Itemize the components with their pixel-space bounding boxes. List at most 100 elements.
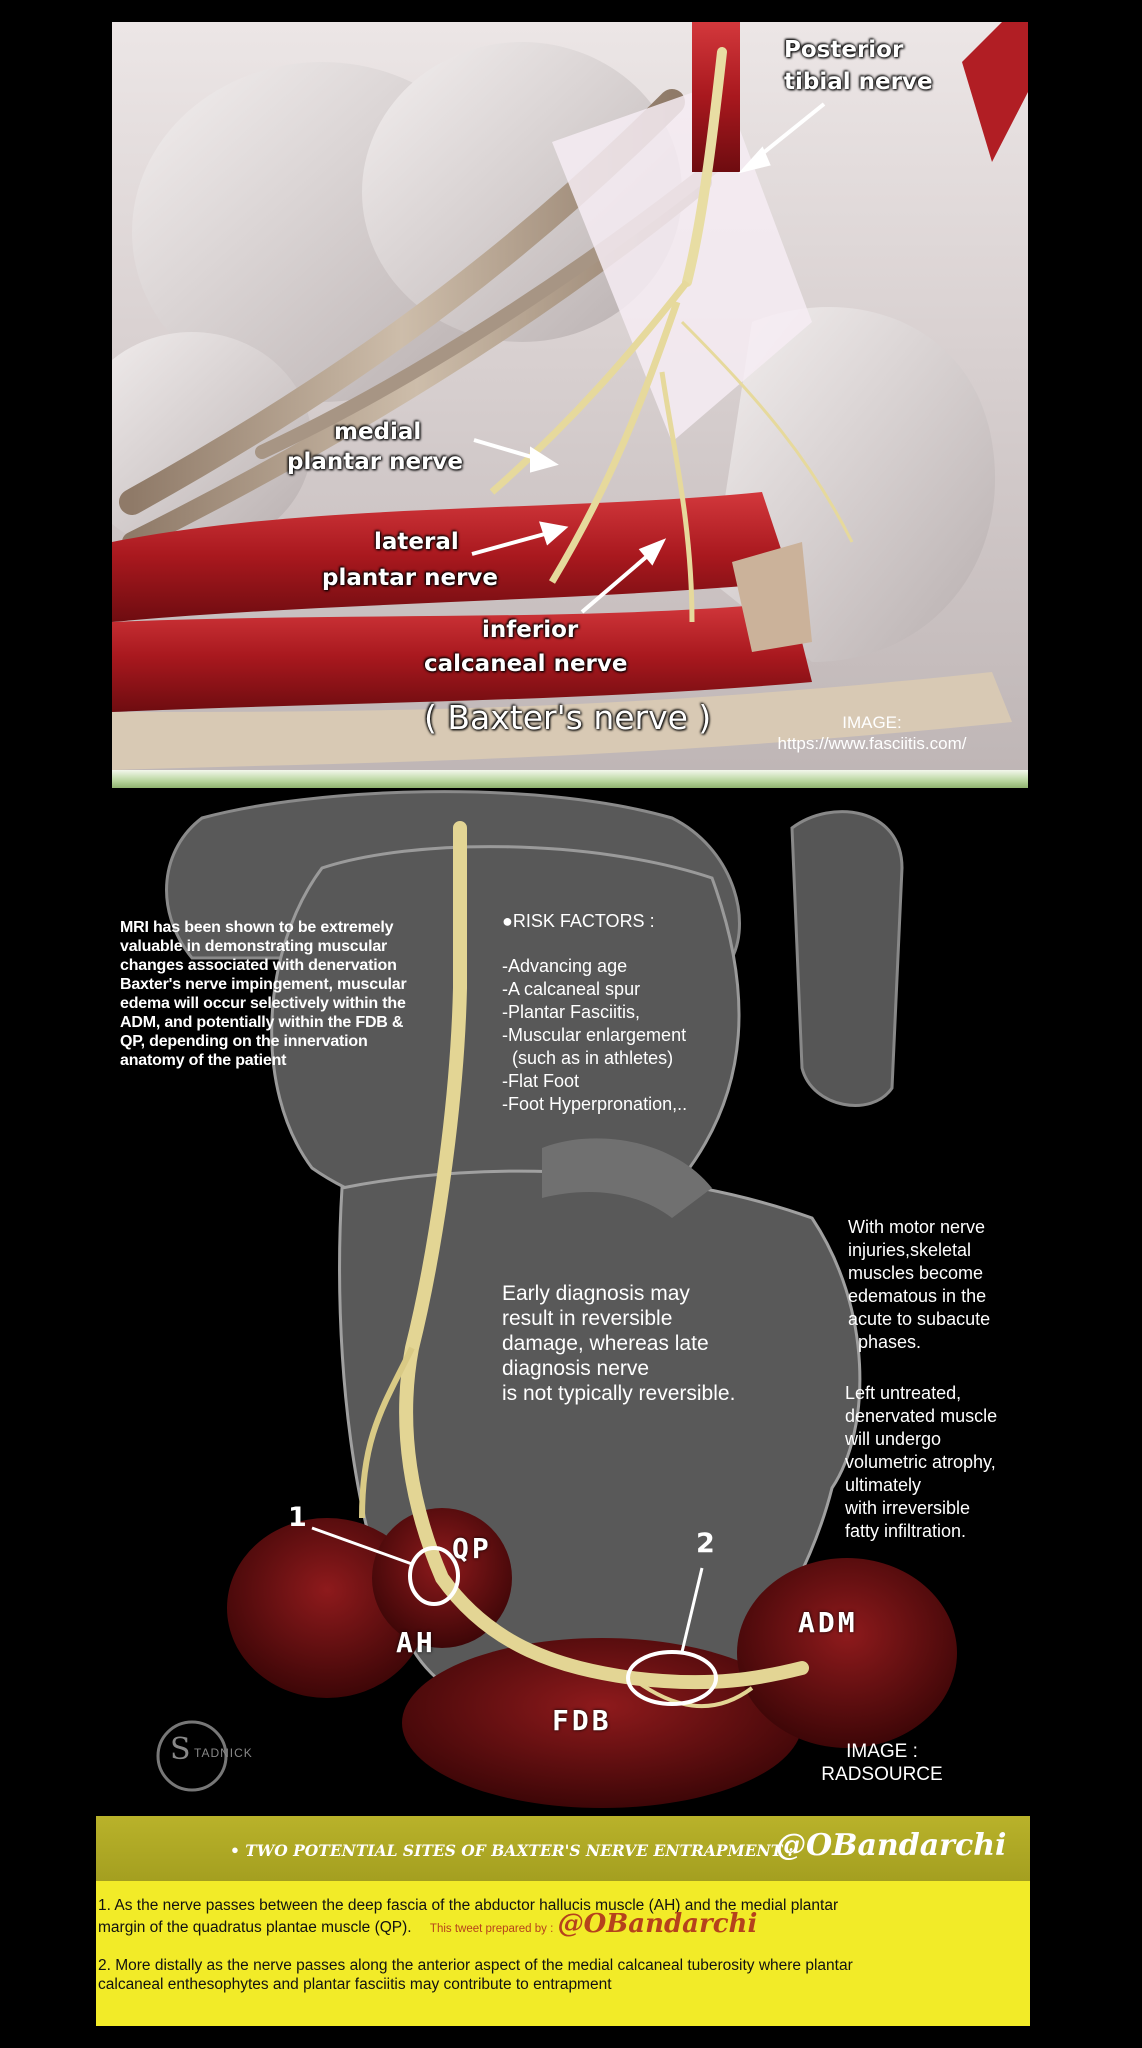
label-posterior-tibial: Posterior (784, 37, 904, 63)
mri-line: MRI has been shown to be extremely (120, 919, 394, 936)
mri-line: ADM, and potentially within the FDB & (120, 1014, 404, 1031)
mri-line: changes associated with denervation (120, 957, 397, 974)
plantar-fascia (112, 672, 1012, 770)
nerve-branch (359, 1346, 415, 1519)
mri-line: edema will occur selectively within the (120, 995, 406, 1012)
abductor-digiti-minimi-muscle (737, 1558, 957, 1748)
label-qp: QP (452, 1532, 492, 1565)
motor-line: With motor nerve (848, 1217, 986, 1237)
inferior-calcaneal-nerve (659, 371, 695, 623)
point-1-line: 1. As the nerve passes between the deep … (98, 1897, 839, 1914)
point-1-line-2: margin of the quadratus plantae muscle (… (98, 1919, 412, 1936)
site-1-pointer (311, 1526, 413, 1566)
motor-line: acute to subacute (848, 1309, 991, 1329)
entrapment-point-1: 1. As the nerve passes between the deep … (98, 1896, 1028, 1939)
label-fdb: FDB (552, 1704, 612, 1737)
site-number-2: 2 (696, 1528, 715, 1559)
risk-factors-title: ●RISK FACTORS : (502, 911, 655, 931)
label-inferior-2: calcaneal nerve (424, 651, 628, 677)
early-line: result in reversible (502, 1307, 673, 1330)
tendon (732, 542, 812, 652)
risk-item: -A calcaneal spur (502, 979, 641, 999)
risk-factors-block: ●RISK FACTORS : -Advancing age -A calcan… (502, 910, 802, 1116)
calcaneal-branch (680, 320, 854, 543)
untreated-line: fatty infiltration. (845, 1521, 967, 1541)
mri-line: anatomy of the patient (120, 1052, 287, 1069)
heel-coronal-illustration (156, 790, 957, 1808)
medial-plantar-nerve (489, 279, 690, 495)
footer-handle: @OBandarchi (776, 1828, 1007, 1863)
entrapment-site-2-circle (626, 1650, 718, 1706)
untreated-line: volumetric atrophy, (845, 1452, 996, 1472)
entrapment-site-1-circle (408, 1546, 460, 1606)
risk-item: -Advancing age (502, 956, 628, 976)
untreated-line: with irreversible (845, 1498, 971, 1518)
abductor-hallucis-muscle (112, 492, 792, 622)
site-2-pointer (680, 1567, 704, 1653)
untreated-line: denervated muscle (845, 1406, 998, 1426)
risk-item: -Foot Hyperpronation,.. (502, 1094, 688, 1114)
bottom-image-credit: IMAGE : RADSOURCE (812, 1740, 952, 1786)
fibula-bone (790, 810, 904, 1107)
risk-item: (such as in athletes) (502, 1048, 674, 1068)
risk-item: -Plantar Fasciitis, (502, 1002, 641, 1022)
motor-nerve-block: With motor nerve injuries,skeletal muscl… (848, 1216, 1028, 1354)
label-medial: medial (334, 419, 422, 445)
early-line: Early diagnosis may (502, 1282, 690, 1305)
muscle (962, 22, 1028, 162)
entrapment-point-2: 2. More distally as the nerve passes alo… (98, 1956, 1028, 1994)
untreated-block: Left untreated, denervated muscle will u… (845, 1382, 1028, 1543)
label-arrows (471, 102, 826, 614)
credit-line: IMAGE : (846, 1741, 918, 1762)
motor-line: injuries,skeletal (848, 1240, 972, 1260)
mri-line: QP, depending on the innervation (120, 1033, 368, 1050)
flexor-retinaculum (552, 82, 812, 442)
point-1-line: margin of the quadratus plantae muscle (… (98, 1911, 1028, 1939)
separator-bar (112, 770, 1028, 788)
label-lateral-2: plantar nerve (322, 565, 499, 591)
bottom-mri-panel: MRI has been shown to be extremely valua… (112, 788, 1028, 1816)
watermark-logo-circle (156, 1720, 228, 1792)
prepared-by-handle: @OBandarchi (557, 1909, 758, 1939)
mri-paragraph: MRI has been shown to be extremely valua… (120, 918, 450, 1070)
early-line: damage, whereas late (502, 1332, 709, 1355)
motor-line: phases. (848, 1332, 922, 1352)
footer-title-bar: • TWO POTENTIAL SITES OF BAXTER'S NERVE … (96, 1816, 1030, 1881)
top-anatomy-panel: Posterior tibial nerve medial plantar ne… (112, 22, 1028, 770)
sustentaculum (542, 1138, 712, 1218)
footer-title: • TWO POTENTIAL SITES OF BAXTER'S NERVE … (230, 1841, 794, 1860)
posterior-tibial-nerve (682, 47, 727, 287)
mri-line: valuable in demonstrating muscular (120, 938, 388, 955)
credit-url: https://www.fasciitis.com/ (777, 734, 967, 753)
label-lateral: lateral (374, 529, 459, 555)
nerve-branch (630, 1676, 754, 1709)
motor-line: edematous in the (848, 1286, 987, 1306)
watermark-s: S (170, 1732, 191, 1767)
baxter-nerve-path (399, 821, 809, 1690)
label-adm: ADM (798, 1606, 858, 1639)
point-2-line: 2. More distally as the nerve passes alo… (98, 1957, 853, 1974)
watermark-text: TADNICK (194, 1746, 253, 1760)
label-baxter: ( Baxter's nerve ) (424, 698, 712, 737)
risk-item: -Flat Foot (502, 1071, 580, 1091)
label-inferior: inferior (482, 617, 579, 643)
site-number-1: 1 (288, 1502, 307, 1533)
prepared-by-label: This tweet prepared by : (429, 1923, 554, 1935)
early-diagnosis-block: Early diagnosis may result in reversible… (502, 1281, 792, 1406)
credit-source: RADSOURCE (821, 1764, 943, 1785)
point-2-line: calcaneal enthesophytes and plantar fasc… (98, 1976, 612, 1993)
risk-item: -Muscular enlargement (502, 1025, 687, 1045)
motor-line: muscles become (848, 1263, 984, 1283)
credit-line: IMAGE: (842, 713, 902, 732)
untreated-line: ultimately (845, 1475, 922, 1495)
mri-line: Baxter's nerve impingement, muscular (120, 976, 407, 993)
early-line: is not typically reversible. (502, 1382, 736, 1405)
entrapment-sites-footer: • TWO POTENTIAL SITES OF BAXTER'S NERVE … (96, 1816, 1030, 2026)
label-posterior-tibial-2: tibial nerve (784, 69, 933, 95)
label-ah: AH (396, 1626, 436, 1659)
top-image-credit: IMAGE: https://www.fasciitis.com/ (742, 712, 1002, 754)
untreated-line: will undergo (845, 1429, 942, 1449)
untreated-line: Left untreated, (845, 1383, 962, 1403)
label-medial-2: plantar nerve (287, 449, 464, 475)
foot-nerve-illustration (112, 22, 1028, 770)
